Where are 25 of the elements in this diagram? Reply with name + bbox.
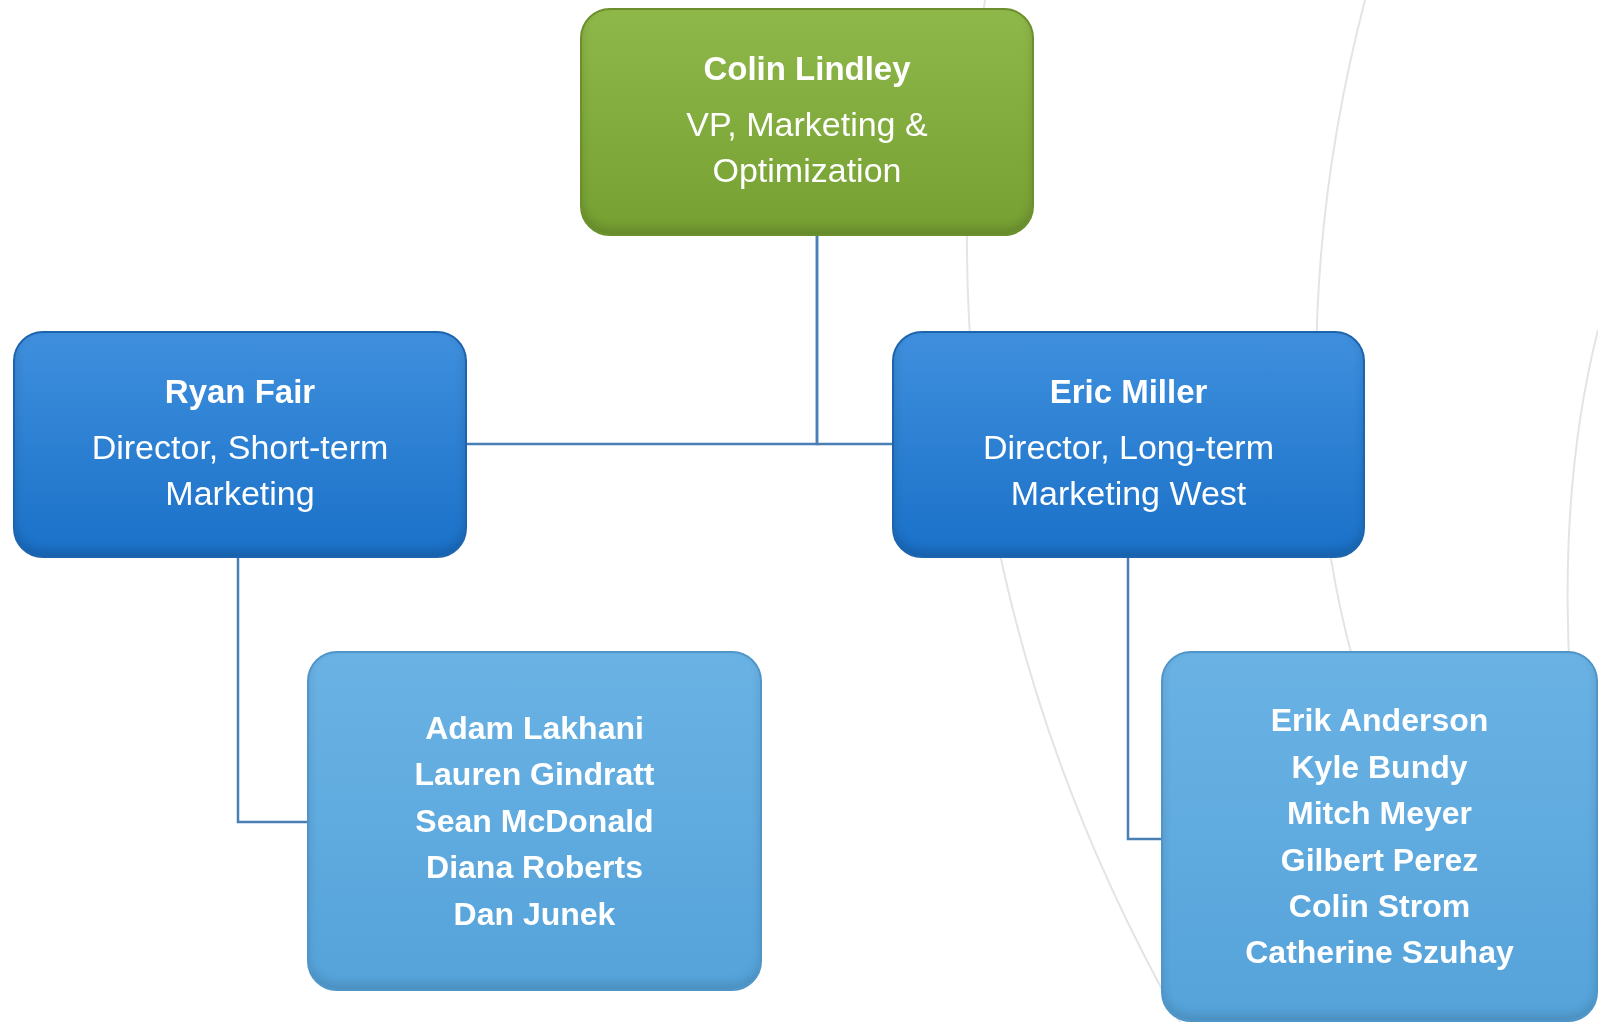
member-name: Colin Strom bbox=[1288, 886, 1471, 926]
connector-line bbox=[815, 236, 892, 446]
member-name: Adam Lakhani bbox=[425, 709, 644, 748]
job-title: Director, Long-term Marketing West bbox=[982, 426, 1275, 514]
person-name: Eric Miller bbox=[1049, 372, 1208, 411]
executive-box bbox=[580, 8, 1034, 236]
member-name: Gilbert Perez bbox=[1280, 840, 1479, 880]
director-box bbox=[13, 331, 467, 558]
connector-line bbox=[236, 558, 307, 824]
team-box bbox=[1161, 651, 1598, 1022]
team-box bbox=[307, 651, 762, 991]
person-name: Colin Lindley bbox=[703, 50, 911, 89]
job-title: Director, Short-term Marketing bbox=[90, 426, 390, 514]
member-name: Mitch Meyer bbox=[1287, 794, 1472, 834]
member-name: Erik Anderson bbox=[1270, 701, 1489, 741]
member-name: Sean McDonald bbox=[415, 801, 654, 841]
person-name: Ryan Fair bbox=[164, 372, 316, 411]
member-name: Dan Junek bbox=[453, 894, 616, 934]
member-name: Kyle Bundy bbox=[1291, 747, 1468, 787]
member-name: Diana Roberts bbox=[426, 848, 643, 888]
member-name: Lauren Gindratt bbox=[414, 755, 655, 795]
member-name: Catherine Szuhay bbox=[1245, 933, 1514, 973]
director-box bbox=[892, 331, 1365, 558]
connector-line bbox=[1126, 558, 1161, 841]
job-title: VP, Marketing & Optimization bbox=[685, 104, 929, 191]
